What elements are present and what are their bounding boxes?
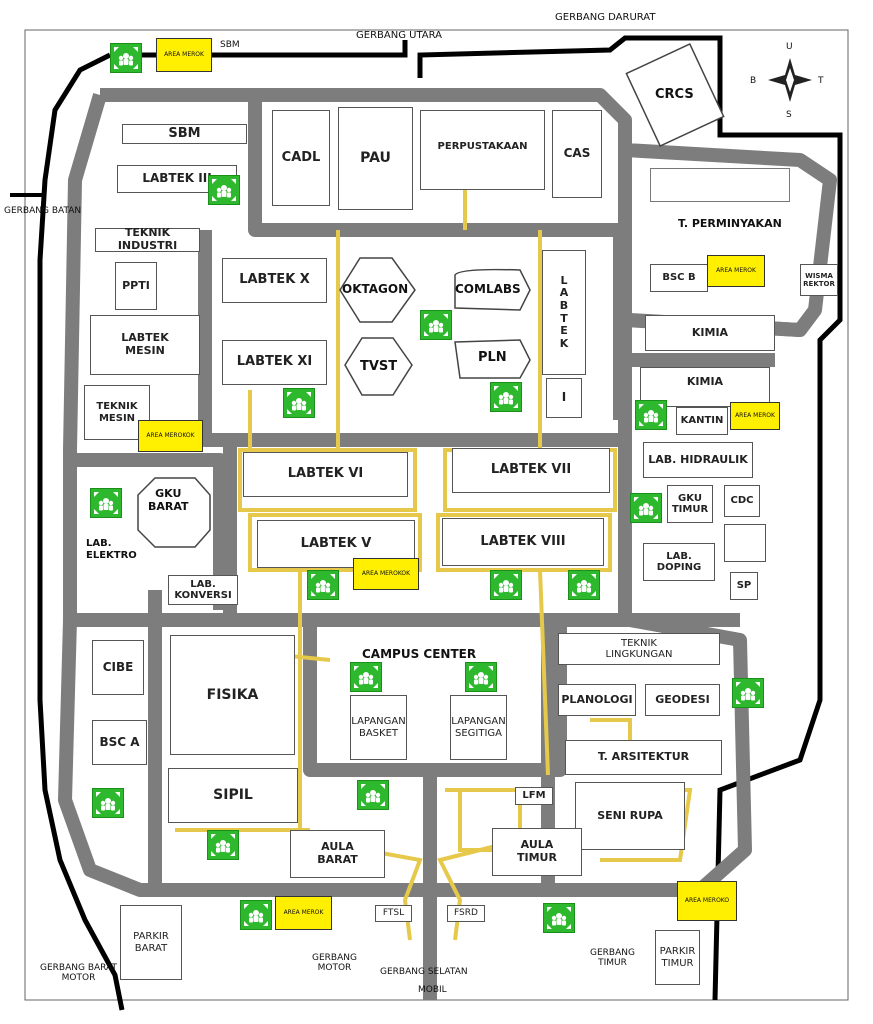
building-labtek-1-number[interactable]: I: [546, 378, 582, 418]
building-sipil[interactable]: SIPIL: [168, 768, 298, 823]
building-cibe[interactable]: CIBE: [92, 640, 144, 695]
assembly-point-icon: [420, 310, 452, 340]
perimeter-fence: [37, 52, 125, 1011]
smoking-area-1: AREA MEROK: [156, 38, 212, 72]
building-labtek-7[interactable]: LABTEK VII: [452, 448, 610, 493]
building-gku-barat[interactable]: GKU BARAT: [148, 487, 189, 513]
assembly-point-icon: [207, 830, 239, 860]
smoking-area-7: AREA MEROKO: [677, 881, 737, 921]
gate-batan-label: GERBANG BATAN: [4, 206, 82, 216]
gate-selatan-label: GERBANG SELATAN: [380, 967, 468, 977]
smoking-area-2: AREA MEROK: [707, 255, 765, 287]
building-cadl[interactable]: CADL: [272, 110, 330, 206]
building-labtek-11[interactable]: LABTEK XI: [222, 340, 327, 385]
building-fisika[interactable]: FISIKA: [170, 635, 295, 755]
assembly-point-icon: [92, 788, 124, 818]
building-ppti[interactable]: PPTI: [115, 262, 157, 310]
building-sbm[interactable]: SBM: [122, 124, 247, 144]
building-ftsl[interactable]: FTSL: [375, 905, 412, 922]
assembly-point-icon: [350, 662, 382, 692]
building-parkir-timur[interactable]: PARKIR TIMUR: [655, 930, 700, 985]
building-fsrd[interactable]: FSRD: [447, 905, 485, 922]
compass-south: S: [786, 110, 792, 120]
building-labtek-1[interactable]: L A B T E K: [542, 250, 586, 375]
assembly-point-icon: [732, 678, 764, 708]
building-planologi[interactable]: PLANOLOGI: [558, 684, 636, 716]
building-labtek-6[interactable]: LABTEK VI: [243, 452, 408, 497]
building-tvst[interactable]: TVST: [360, 359, 398, 374]
building-campus-center[interactable]: CAMPUS CENTER: [362, 647, 477, 661]
compass-east: T: [818, 76, 824, 86]
building-comlabs[interactable]: COMLABS: [455, 282, 521, 296]
building-bsc-a[interactable]: BSC A: [92, 720, 147, 765]
building-seni-rupa[interactable]: SENI RUPA: [575, 782, 685, 850]
building-lapangan-basket[interactable]: LAPANGAN BASKET: [350, 695, 407, 760]
building-kimia-1[interactable]: KIMIA: [645, 315, 775, 351]
gate-mobil-label: MOBIL: [418, 985, 447, 995]
gate-darurat-label: GERBANG DARURAT: [555, 12, 656, 23]
building-lfm[interactable]: LFM: [515, 787, 553, 805]
assembly-point-icon: [630, 493, 662, 523]
gate-timur-label: GERBANG TIMUR: [590, 948, 635, 969]
assembly-point-icon: [490, 382, 522, 412]
building-pln[interactable]: PLN: [478, 350, 507, 365]
assembly-point-icon: [240, 900, 272, 930]
assembly-point-icon: [283, 388, 315, 418]
assembly-point-icon: [465, 662, 497, 692]
building-perpustakaan[interactable]: PERPUSTAKAAN: [420, 110, 545, 190]
building-labtek-10[interactable]: LABTEK X: [222, 258, 327, 303]
smoking-area-6: AREA MEROK: [275, 896, 332, 930]
building-t-arsitektur[interactable]: T. ARSITEKTUR: [565, 740, 722, 775]
building-bsc-b[interactable]: BSC B: [650, 264, 708, 292]
smoking-area-4: AREA MEROKOK: [138, 420, 203, 452]
building-pau[interactable]: PAU: [338, 107, 413, 210]
building-teknik-lingkungan[interactable]: TEKNIK LINGKUNGAN: [558, 633, 720, 665]
compass-rose-icon: [768, 58, 812, 102]
assembly-point-icon: [635, 400, 667, 430]
building-wisma-rektor[interactable]: WISMA REKTOR: [800, 264, 838, 296]
building-oktagon[interactable]: OKTAGON: [342, 282, 409, 296]
assembly-point-icon: [110, 43, 142, 73]
building-aula-barat[interactable]: AULA BARAT: [290, 830, 385, 878]
assembly-point-icon: [307, 570, 339, 600]
assembly-point-icon: [543, 903, 575, 933]
north-fence-2: [417, 35, 843, 1001]
building-teknik-industri[interactable]: TEKNIK INDUSTRI: [95, 227, 200, 252]
building-gku-timur[interactable]: GKU TIMUR: [667, 485, 713, 523]
building-lab-hidraulik[interactable]: LAB. HIDRAULIK: [643, 442, 753, 478]
building-lab-konversi[interactable]: LAB. KONVERSI: [168, 575, 238, 605]
compass-north: U: [786, 42, 793, 52]
north-fence: [110, 40, 408, 58]
building-aula-timur[interactable]: AULA TIMUR: [492, 828, 582, 876]
building-cas[interactable]: CAS: [552, 110, 602, 198]
assembly-point-icon: [90, 488, 122, 518]
building-lapangan-segitiga[interactable]: LAPANGAN SEGITIGA: [450, 695, 507, 760]
gate-utara-label: GERBANG UTARA: [356, 30, 443, 41]
building-lab-doping[interactable]: LAB. DOPING: [643, 543, 715, 581]
gate-motor-label: GERBANG MOTOR: [312, 953, 357, 974]
building-labtek-mesin[interactable]: LABTEK MESIN: [90, 315, 200, 375]
building-perminyakan[interactable]: T. PERMINYAKAN: [678, 217, 782, 230]
building-lab-elektro[interactable]: LAB. ELEKTRO: [86, 538, 137, 561]
assembly-point-icon: [208, 175, 240, 205]
assembly-point-icon: [357, 780, 389, 810]
building-unnamed-box: [724, 524, 766, 562]
building-crcs[interactable]: CRCS: [655, 87, 694, 102]
building-geodesi[interactable]: GEODESI: [645, 684, 720, 716]
building-cdc[interactable]: CDC: [724, 485, 760, 517]
smoking-area-5: AREA MEROKOK: [353, 558, 419, 590]
assembly-point-icon: [490, 570, 522, 600]
building-kantin[interactable]: KANTIN: [676, 407, 728, 435]
building-parkir-barat[interactable]: PARKIR BARAT: [120, 905, 182, 980]
building-sp[interactable]: SP: [730, 572, 758, 600]
building-perminyakan-block: [650, 168, 790, 202]
building-labtek-8[interactable]: LABTEK VIII: [442, 518, 604, 566]
assembly-point-icon: [568, 570, 600, 600]
building-sbm-top[interactable]: SBM: [220, 40, 240, 50]
compass-west: B: [750, 76, 757, 86]
gate-barat-motor-label: GERBANG BARAT MOTOR: [40, 963, 117, 984]
building-teknik-mesin[interactable]: TEKNIK MESIN: [84, 385, 150, 440]
smoking-area-3: AREA MEROK: [730, 402, 780, 430]
